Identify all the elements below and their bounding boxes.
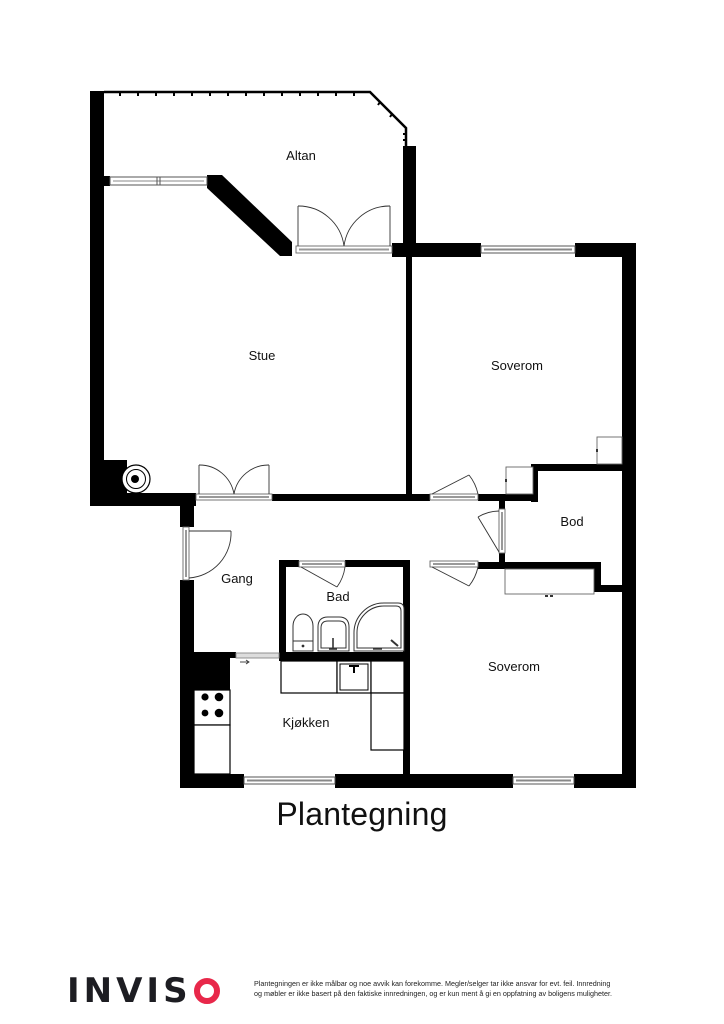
room-label-altan: Altan bbox=[286, 148, 316, 163]
logo-text: INVIS bbox=[67, 971, 192, 1011]
walls bbox=[90, 91, 636, 788]
room-labels: Altan Stue Soverom Bod Gang Bad Soverom … bbox=[221, 148, 583, 730]
room-label-soverom-2: Soverom bbox=[488, 659, 540, 674]
disclaimer-line-2: og møbler er ikke basert på den faktiske… bbox=[254, 988, 612, 998]
room-label-bad: Bad bbox=[326, 589, 349, 604]
toilet-icon bbox=[292, 613, 314, 652]
room-label-gang: Gang bbox=[221, 571, 253, 586]
stove-icon bbox=[201, 692, 224, 718]
room-label-soverom-1: Soverom bbox=[491, 358, 543, 373]
windows bbox=[109, 176, 576, 785]
fireplace-icon bbox=[121, 464, 151, 494]
doors bbox=[182, 205, 506, 665]
logo-o-ring-icon bbox=[193, 978, 220, 1004]
inviso-logo: INVIS bbox=[67, 974, 220, 1008]
balcony-railing bbox=[104, 90, 408, 146]
room-label-bod: Bod bbox=[560, 514, 583, 529]
bathroom-fixtures bbox=[292, 602, 405, 652]
room-label-kjokken: Kjøkken bbox=[283, 715, 330, 730]
disclaimer-line-1: Plantegningen er ikke målbar og noe avvi… bbox=[254, 979, 611, 988]
plan-title: Plantegning bbox=[276, 796, 448, 832]
kitchen-fixtures bbox=[193, 660, 405, 775]
disclaimer: Plantegningen er ikke målbar og noe avvi… bbox=[254, 979, 634, 998]
room-label-stue: Stue bbox=[249, 348, 276, 363]
footer: INVIS Plantegningen er ikke målbar og no… bbox=[0, 968, 724, 1018]
wardrobes bbox=[504, 436, 623, 597]
